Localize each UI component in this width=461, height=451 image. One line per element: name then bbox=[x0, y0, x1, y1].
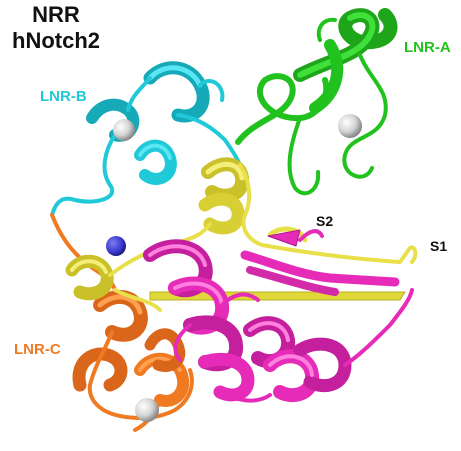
calcium-ion-b bbox=[113, 119, 135, 141]
zinc-ion bbox=[106, 236, 126, 256]
label-lnr-a: LNR-A bbox=[404, 39, 451, 56]
label-lnr-b: LNR-B bbox=[40, 88, 87, 105]
title-line-2: hNotch2 bbox=[12, 28, 100, 53]
figure-title: NRR hNotch2 bbox=[12, 2, 100, 54]
lnr-a-domain bbox=[235, 8, 398, 196]
label-s1-site: S1 bbox=[430, 238, 448, 254]
calcium-ion-c bbox=[135, 398, 159, 422]
calcium-ion-a bbox=[338, 114, 362, 138]
title-line-1: NRR bbox=[32, 2, 80, 27]
hd-n-region bbox=[65, 157, 418, 312]
label-s2-site: S2 bbox=[316, 213, 334, 229]
hd-c-region bbox=[143, 229, 414, 403]
label-lnr-c: LNR-C bbox=[14, 341, 61, 358]
lnr-b-domain bbox=[50, 61, 242, 217]
